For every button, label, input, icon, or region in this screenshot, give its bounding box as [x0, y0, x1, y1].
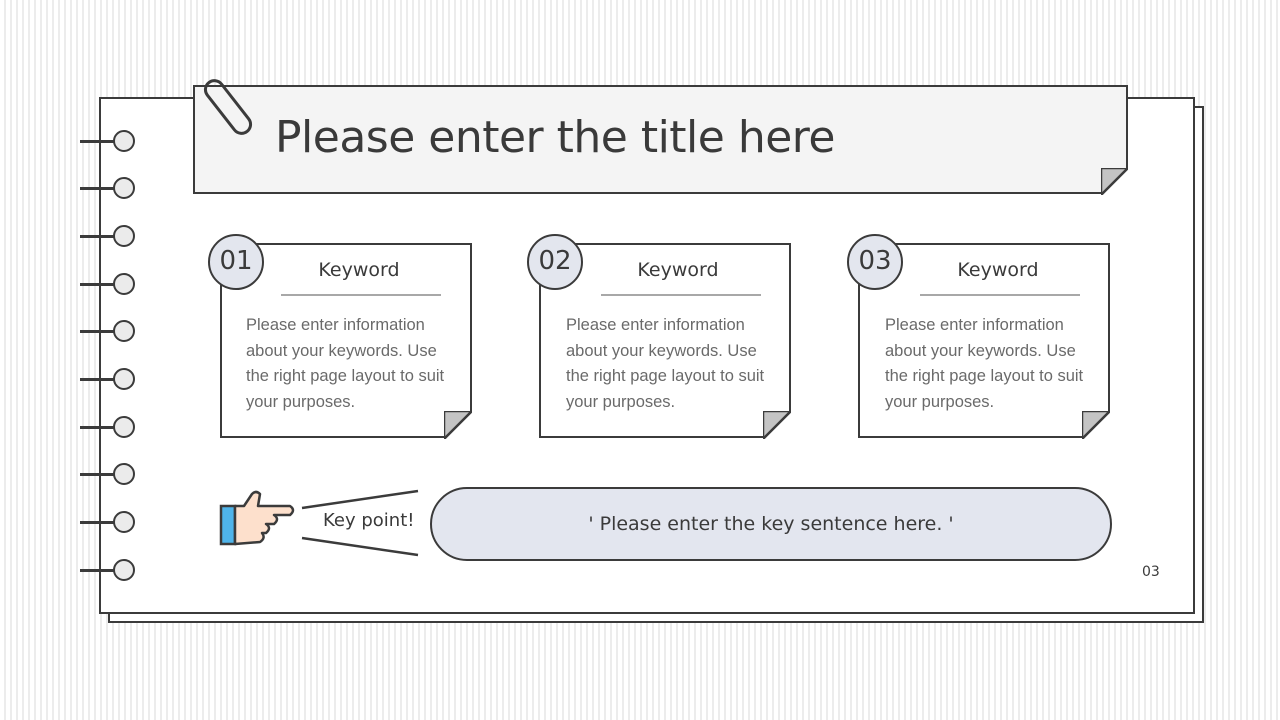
page-fold-icon [763, 411, 791, 439]
card-number-badge: 02 [527, 234, 583, 290]
notebook-ring-icon [80, 557, 140, 583]
page-fold-icon [1101, 168, 1128, 195]
keyword-card-1 [220, 243, 472, 438]
notebook-ring-icon [80, 128, 140, 154]
key-sentence-box[interactable]: ' Please enter the key sentence here. ' [430, 487, 1112, 561]
notebook-ring-icon [80, 366, 140, 392]
notebook-ring-icon [80, 271, 140, 297]
slide-title[interactable]: Please enter the title here [275, 112, 835, 163]
page-fold-icon [444, 411, 472, 439]
card-body-text[interactable]: Please enter information about your keyw… [566, 316, 765, 411]
key-point-label[interactable]: Key point! [323, 510, 415, 531]
card-title[interactable]: Keyword [957, 259, 1039, 281]
card-number-badge: 01 [208, 234, 264, 290]
page-number: 03 [1142, 564, 1160, 580]
notebook-ring-icon [80, 509, 140, 535]
paperclip-icon [203, 79, 253, 135]
card-divider [920, 294, 1080, 296]
page-fold-icon [1082, 411, 1110, 439]
card-body-text[interactable]: Please enter information about your keyw… [246, 316, 445, 411]
keyword-card-3 [858, 243, 1110, 438]
pointing-hand-icon [219, 490, 295, 546]
notebook-ring-icon [80, 461, 140, 487]
notebook-ring-icon [80, 414, 140, 440]
card-title[interactable]: Keyword [637, 259, 719, 281]
title-banner [193, 85, 1128, 194]
card-title[interactable]: Keyword [318, 259, 400, 281]
card-divider [601, 294, 761, 296]
notebook-ring-icon [80, 223, 140, 249]
card-body-text[interactable]: Please enter information about your keyw… [885, 316, 1084, 411]
notebook-ring-icon [80, 318, 140, 344]
card-number-badge: 03 [847, 234, 903, 290]
notebook-ring-icon [80, 175, 140, 201]
speech-rays [301, 489, 419, 557]
card-divider [281, 294, 441, 296]
keyword-card-2 [539, 243, 791, 438]
key-sentence-text[interactable]: ' Please enter the key sentence here. ' [588, 513, 954, 535]
